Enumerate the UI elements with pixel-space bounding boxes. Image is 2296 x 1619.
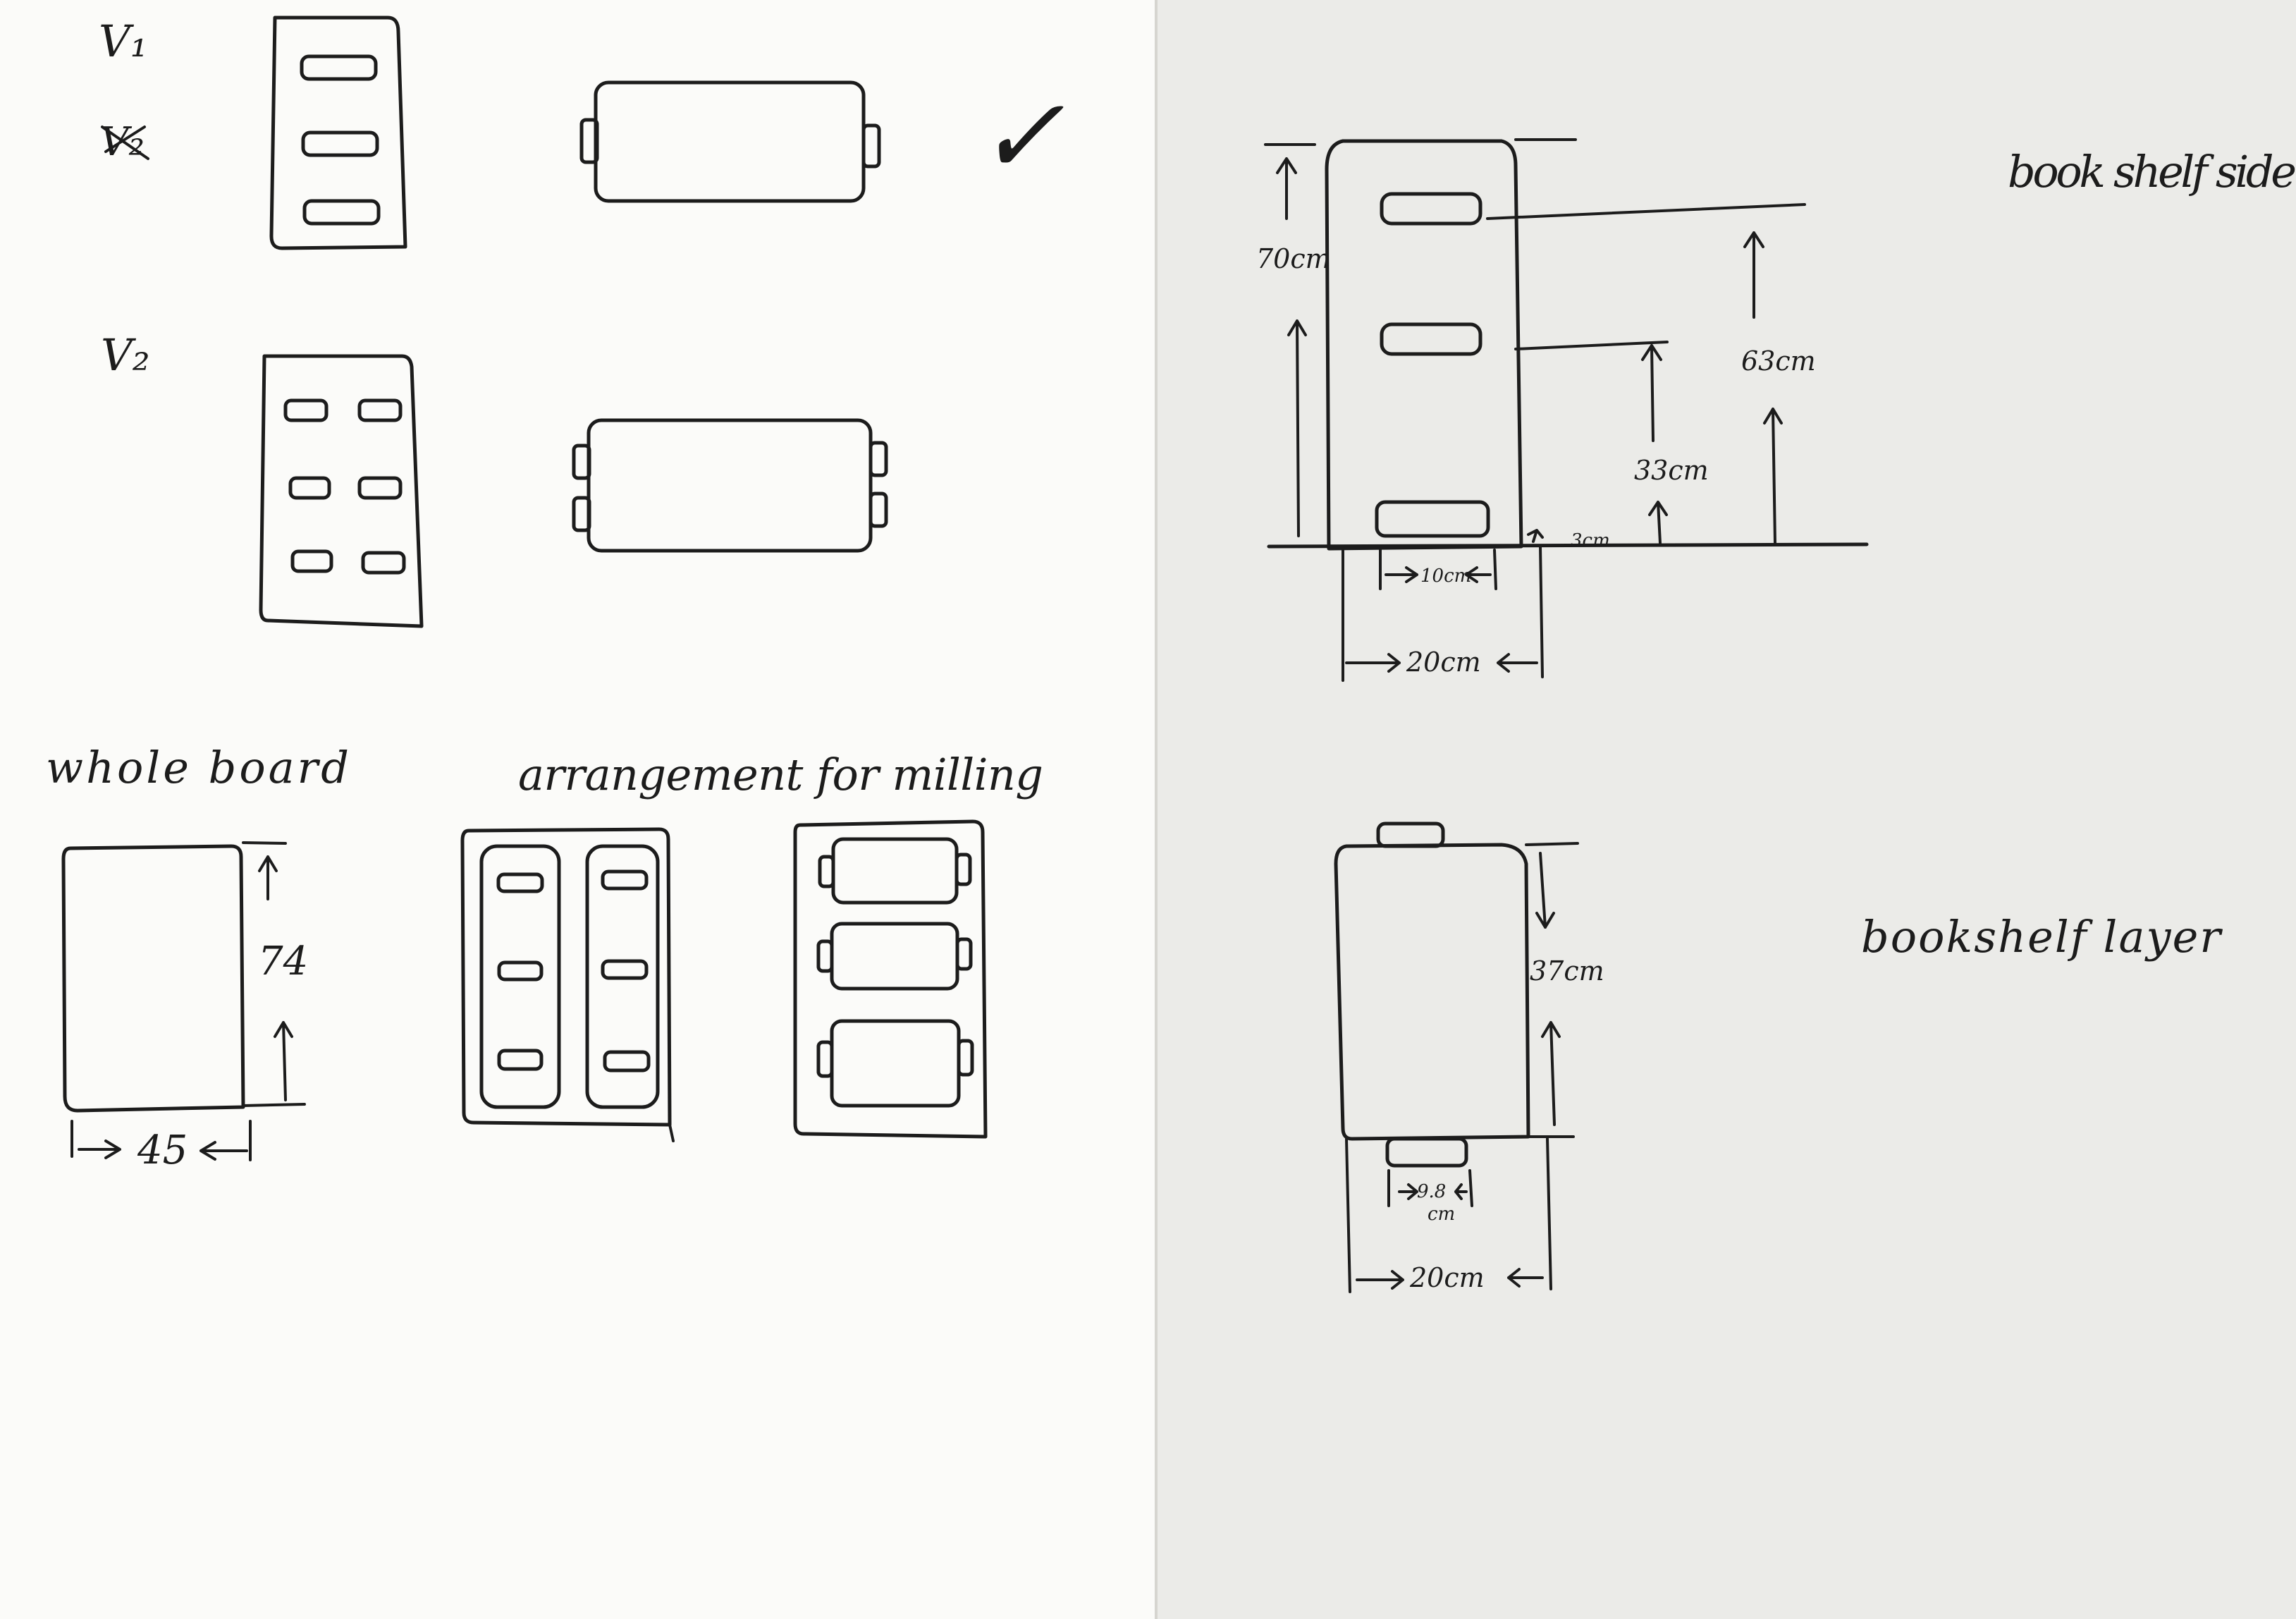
arrangement-label: arrangement for milling <box>518 749 1043 800</box>
layer-tab-unit: cm <box>1428 1204 1455 1225</box>
slot-width-dim: 10cm <box>1420 566 1471 587</box>
v1-shelf-layer-sketch <box>579 80 881 203</box>
upper-slot-dim: 63cm <box>1741 346 1816 377</box>
bookshelf-layer-title: bookshelf layer <box>1861 911 2223 963</box>
milling-layout-shelf-layers <box>793 819 988 1139</box>
layer-depth-dim: 37cm <box>1530 955 1604 986</box>
middle-slot-dim: 33cm <box>1634 455 1709 486</box>
bottom-slot-dim: 3cm <box>1571 530 1610 551</box>
board-height-label: 74 <box>258 939 308 984</box>
v2-side-panel-sketch <box>259 354 424 628</box>
v1-checkmark: ✓ <box>976 75 1065 198</box>
v2-shelf-layer-sketch <box>572 418 888 553</box>
bookshelf-side-title: book shelf side <box>2008 146 2296 197</box>
whole-board-label: whole board <box>46 742 349 793</box>
bookshelf-side-drawing <box>1264 138 1869 682</box>
v1-side-panel-sketch <box>269 16 407 250</box>
whole-board-sketch <box>61 841 306 1161</box>
bookshelf-layer-drawing <box>1334 821 1579 1293</box>
right-paper-sheet <box>1156 0 2296 1619</box>
side-panel-width-dim: 20cm <box>1406 647 1481 678</box>
v1-label: V₁ <box>99 16 148 67</box>
v2-label: V₂ <box>101 329 150 381</box>
layer-panel-width-dim: 20cm <box>1409 1262 1485 1293</box>
board-width-label: 45 <box>137 1128 188 1173</box>
left-paper-sheet <box>0 0 1156 1619</box>
layer-tab-width-dim: 9.8 <box>1417 1181 1446 1202</box>
milling-layout-side-panels <box>460 827 675 1142</box>
v1-struck-label: V₂ <box>100 119 149 165</box>
total-height-dim: 70cm <box>1256 243 1331 274</box>
